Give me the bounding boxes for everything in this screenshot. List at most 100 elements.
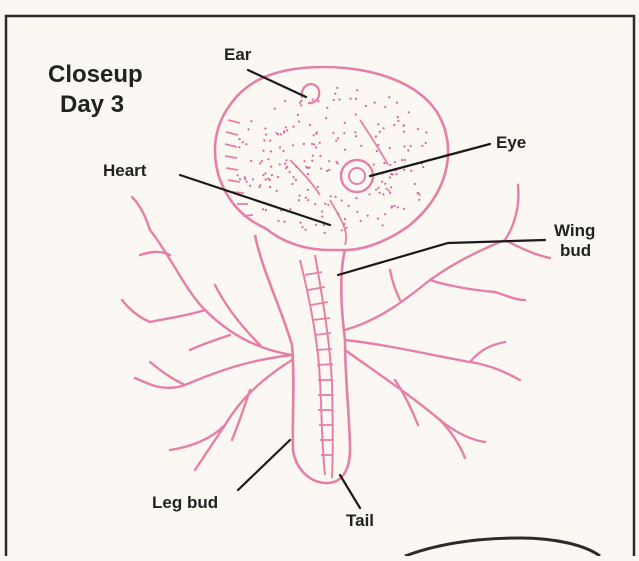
heading-line1: Closeup (48, 61, 143, 88)
stipple-dot (389, 192, 391, 194)
stipple-dot (425, 131, 427, 133)
label-wing-line2: bud (560, 241, 591, 260)
stipple-dot (404, 159, 406, 161)
stipple-dot (382, 193, 384, 195)
stipple-dot (335, 196, 337, 198)
stipple-dot (344, 218, 346, 220)
stipple-dot (313, 134, 315, 136)
stipple-dot (328, 160, 330, 162)
stipple-dots (237, 87, 428, 234)
stipple-dot (385, 188, 387, 190)
stipple-dot (301, 226, 303, 228)
stipple-dot (373, 163, 375, 165)
label-wing-line1: Wing (554, 221, 595, 240)
stipple-dot (388, 189, 390, 191)
stipple-dot (336, 87, 338, 89)
stipple-dot (265, 133, 267, 135)
stipple-dot (327, 204, 329, 206)
stipple-dot (303, 143, 305, 145)
stipple-dot (343, 132, 345, 134)
stipple-dot (277, 220, 279, 222)
stipple-dot (356, 89, 358, 91)
stipple-dot (317, 186, 319, 188)
stipple-dot (285, 159, 287, 161)
stipple-dot (332, 132, 334, 134)
heading-line2: Day 3 (60, 91, 124, 118)
stipple-dot (305, 197, 307, 199)
stipple-dot (274, 108, 276, 110)
stipple-dot (299, 222, 301, 224)
stipple-dot (245, 143, 247, 145)
stipple-dot (299, 195, 301, 197)
stipple-dot (377, 144, 379, 146)
stipple-dot (319, 142, 321, 144)
stipple-dot (265, 178, 267, 180)
stipple-dot (338, 98, 340, 100)
stipple-dot (269, 186, 271, 188)
leader-lines (180, 70, 545, 508)
stipple-dot (355, 135, 357, 137)
stipple-dot (377, 187, 379, 189)
stipple-dot (383, 162, 385, 164)
stipple-dot (262, 208, 264, 210)
stipple-dot (407, 149, 409, 151)
stipple-dot (333, 99, 335, 101)
stipple-dot (344, 149, 346, 151)
segment-ticks (225, 120, 333, 455)
stipple-dot (341, 229, 343, 231)
stipple-dot (276, 190, 278, 192)
stipple-dot (277, 176, 279, 178)
stipple-dot (384, 213, 386, 215)
leg-bud-leader (238, 440, 290, 490)
stipple-dot (305, 229, 307, 231)
stipple-dot (312, 155, 314, 157)
stipple-dot (289, 171, 291, 173)
stipple-dot (365, 105, 367, 107)
stipple-dot (408, 111, 410, 113)
stipple-dot (289, 208, 291, 210)
stipple-dot (311, 143, 313, 145)
embryo-eye (341, 160, 373, 192)
stipple-dot (390, 173, 392, 175)
label-heart: Heart (103, 161, 147, 180)
stipple-dot (284, 163, 286, 165)
stipple-dot (261, 160, 263, 162)
stipple-dot (384, 106, 386, 108)
stipple-dot (262, 150, 264, 152)
stipple-dot (270, 150, 272, 152)
stipple-dot (283, 150, 285, 152)
stipple-dot (344, 122, 346, 124)
stipple-dot (379, 131, 381, 133)
stipple-dot (292, 126, 294, 128)
stipple-dot (250, 160, 252, 162)
stipple-dot (341, 199, 343, 201)
embryo-head (215, 67, 448, 250)
stipple-dot (270, 166, 272, 168)
stipple-dot (249, 185, 251, 187)
stipple-dot (414, 183, 416, 185)
tail-leader (340, 475, 360, 508)
stipple-dot (269, 179, 271, 181)
stipple-dot (263, 139, 265, 141)
stipple-dot (410, 145, 412, 147)
stipple-dot (283, 131, 285, 133)
stipple-dot (389, 147, 391, 149)
stipple-dot (291, 183, 293, 185)
stipple-dot (418, 194, 420, 196)
stipple-dot (252, 178, 254, 180)
stipple-dot (259, 162, 261, 164)
stipple-dot (237, 174, 239, 176)
stipple-dot (321, 210, 323, 212)
stipple-dot (422, 166, 424, 168)
stipple-dot (307, 167, 309, 169)
stipple-dot (390, 186, 392, 188)
stipple-dot (417, 128, 419, 130)
stipple-dot (355, 98, 357, 100)
stipple-dot (262, 174, 264, 176)
stipple-dot (285, 167, 287, 169)
stipple-dot (391, 205, 393, 207)
stipple-dot (267, 158, 269, 160)
stipple-dot (311, 160, 313, 162)
